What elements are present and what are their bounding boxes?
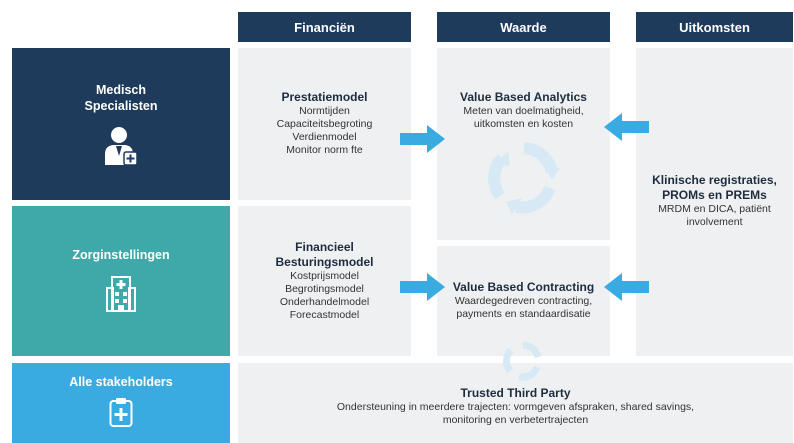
value-based-contracting-line: payments en standaardisatie xyxy=(456,308,591,320)
uitkomsten-panel xyxy=(636,48,793,356)
prestatiemodel-item: Capaciteitsbegroting xyxy=(276,118,373,130)
klinische-registraties-title-line2: PROMs en PREMs xyxy=(662,188,767,202)
column-header-financien: Financiën xyxy=(238,12,411,42)
row-label: Alle stakeholders xyxy=(69,375,173,389)
besturingsmodel-item: Kostprijsmodel xyxy=(290,270,359,282)
row-header-medisch-specialisten: Medisch Specialisten xyxy=(12,48,230,200)
trusted-third-party-block: Trusted Third Party Ondersteuning in mee… xyxy=(238,386,793,427)
trusted-third-party-panel xyxy=(238,363,793,443)
cycle-arrows-small-graphic xyxy=(502,340,544,382)
column-header-waarde: Waarde xyxy=(437,12,610,42)
value-based-analytics-block: Value Based Analytics Meten van doelmati… xyxy=(437,90,610,131)
trusted-third-party-line: Ondersteuning in meerdere trajecten: vor… xyxy=(336,401,695,413)
besturingsmodel-item: Begrotingsmodel xyxy=(285,283,364,295)
financien-panel-top xyxy=(238,48,411,200)
value-based-contracting-block: Value Based Contracting Waardegedreven c… xyxy=(437,280,610,321)
arrow-right-analytics-icon xyxy=(400,124,446,154)
klinische-registraties-line: MRDM en DICA, patiënt xyxy=(658,203,771,215)
row-header-zorginstellingen: Zorginstellingen xyxy=(12,206,230,356)
prestatiemodel-title: Prestatiemodel xyxy=(281,90,368,104)
value-based-contracting-line: Waardegedreven contracting, xyxy=(454,295,593,307)
value-based-analytics-line: Meten van doelmatigheid, xyxy=(463,105,584,117)
row-label: Medisch Specialisten xyxy=(84,83,158,113)
cycle-arrows-graphic xyxy=(486,140,562,216)
row-label: Zorginstellingen xyxy=(72,248,170,262)
trusted-third-party-line: monitoring en verbetertrajecten xyxy=(442,414,589,426)
klinische-registraties-block: Klinische registraties, PROMs en PREMs M… xyxy=(636,173,793,229)
prestatiemodel-item: Monitor norm fte xyxy=(286,144,363,156)
besturingsmodel-item: Onderhandelmodel xyxy=(279,296,370,308)
prestatiemodel-block: Prestatiemodel Normtijden Capaciteitsbeg… xyxy=(238,90,411,157)
arrow-left-contracting-icon xyxy=(603,272,649,302)
klinische-registraties-line: involvement xyxy=(686,216,743,228)
besturingsmodel-item: Forecastmodel xyxy=(289,309,360,321)
clipboard-medical-icon xyxy=(109,397,133,427)
doctor-icon xyxy=(104,126,138,166)
arrow-left-analytics-icon xyxy=(603,112,649,142)
prestatiemodel-item: Verdienmodel xyxy=(292,131,357,143)
value-based-analytics-title: Value Based Analytics xyxy=(460,90,587,104)
arrow-right-contracting-icon xyxy=(400,272,446,302)
financien-panel-bottom xyxy=(238,206,411,356)
waarde-panel-bottom xyxy=(437,246,610,356)
besturingsmodel-title-line2: Besturingsmodel xyxy=(275,255,374,269)
column-header-uitkomsten: Uitkomsten xyxy=(636,12,793,42)
klinische-registraties-title-line1: Klinische registraties, xyxy=(652,173,777,187)
hospital-building-icon xyxy=(106,276,136,312)
besturingsmodel-block: Financieel Besturingsmodel Kostprijsmode… xyxy=(238,240,411,322)
besturingsmodel-title-line1: Financieel xyxy=(295,240,354,254)
row-header-alle-stakeholders: Alle stakeholders xyxy=(12,363,230,443)
prestatiemodel-item: Normtijden xyxy=(299,105,350,117)
value-based-contracting-title: Value Based Contracting xyxy=(452,280,595,294)
value-based-analytics-line: uitkomsten en kosten xyxy=(473,118,574,130)
trusted-third-party-title: Trusted Third Party xyxy=(460,386,571,400)
